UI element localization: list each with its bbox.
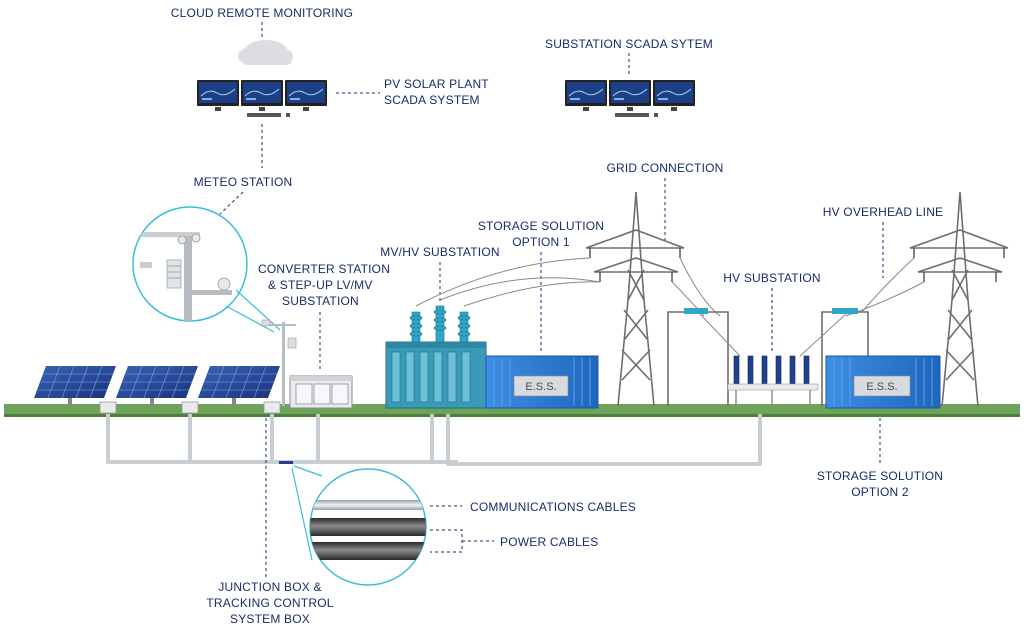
junction-box: [181, 401, 199, 414]
ground-strip: [4, 404, 1020, 416]
cloud-remote-monitoring-label: CLOUD REMOTE MONITORING: [171, 6, 353, 20]
pv-scada-monitors: [196, 79, 328, 117]
solar-panel: [34, 365, 116, 408]
transmission-tower-right: [909, 191, 1009, 407]
storage-option1-label-line1: STORAGE SOLUTION: [478, 219, 604, 233]
communications-cables-label: COMMUNICATIONS CABLES: [470, 500, 636, 514]
junction-box-label-line2: TRACKING CONTROL: [206, 596, 333, 610]
cable-section-callout: [309, 468, 427, 586]
converter-label-line3: SUBSTATION: [282, 294, 359, 308]
hv-gantry-left: [667, 308, 729, 406]
meteo-mast: [261, 319, 297, 406]
mv-hv-transformer: [385, 305, 487, 409]
ess-container-option2: E.S.S.: [825, 355, 941, 409]
junction-box-label-line1: JUNCTION BOX &: [218, 580, 321, 594]
substation-scada-label: SUBSTATION SCADA SYTEM: [545, 37, 713, 51]
hv-breakers: [699, 313, 847, 406]
converter-label-line1: CONVERTER STATION: [258, 262, 390, 276]
storage-option1-label-line2: OPTION 1: [512, 235, 570, 249]
converter-label-line2: & STEP-UP LV/MV: [268, 278, 373, 292]
transmission-tower-left: [585, 191, 685, 407]
overhead-wires: [415, 257, 925, 317]
solar-panel-array: [34, 365, 281, 414]
meteo-station-label: METEO STATION: [194, 175, 293, 189]
storage-option2-label-line1: STORAGE SOLUTION: [817, 469, 943, 483]
ess-container-option1: E.S.S.: [485, 355, 599, 409]
hv-substation-label: HV SUBSTATION: [723, 271, 821, 285]
cloud-icon: [238, 40, 293, 65]
mv-hv-substation-label: MV/HV SUBSTATION: [380, 245, 499, 259]
meteo-station-callout: [132, 206, 248, 322]
junction-box: [263, 401, 281, 414]
substation-scada-monitors: [564, 79, 696, 117]
ess-label-option2: E.S.S.: [866, 381, 897, 393]
power-cables-label: POWER CABLES: [500, 535, 598, 549]
underground-cables: [106, 414, 762, 466]
pv-scada-label-line2: SCADA SYSTEM: [384, 93, 480, 107]
grid-connection-label: GRID CONNECTION: [607, 161, 724, 175]
storage-option2-label-line2: OPTION 2: [851, 485, 909, 499]
junction-box: [99, 401, 117, 414]
ess-label-option1: E.S.S.: [525, 381, 556, 393]
solar-panel: [198, 365, 280, 408]
solar-panel: [116, 365, 198, 408]
converter-station: [289, 375, 353, 409]
junction-box-label-line3: SYSTEM BOX: [230, 612, 310, 626]
pv-scada-label-line1: PV SOLAR PLANT: [384, 77, 489, 91]
hv-overhead-line-label: HV OVERHEAD LINE: [823, 205, 944, 219]
